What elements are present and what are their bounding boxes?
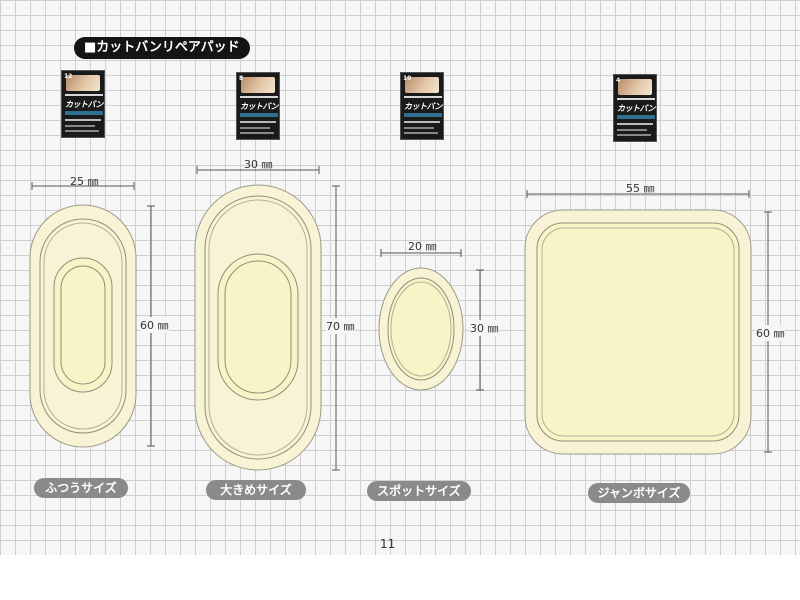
package-large: 8 カットバン xyxy=(236,72,280,140)
package-tagline xyxy=(240,96,278,98)
package-photo xyxy=(405,77,439,93)
package-brand: カットバン xyxy=(65,100,103,109)
package-count: 8 xyxy=(239,75,244,82)
package-text-line xyxy=(240,132,274,134)
pad-large-border-line xyxy=(204,195,312,460)
pad-large-inner-line xyxy=(224,260,292,394)
dim-label-large-height: 70 ㎜ xyxy=(326,318,355,334)
package-photo xyxy=(241,77,275,93)
pad-regular-border-line xyxy=(43,222,123,430)
package-regular: 12 カットバン xyxy=(61,70,105,138)
size-label-regular: ふつうサイズ xyxy=(34,478,128,498)
package-count: 10 xyxy=(403,75,412,82)
package-brand: カットバン xyxy=(404,102,442,111)
dim-label-spot-width: 20 ㎜ xyxy=(408,240,437,253)
package-tagline xyxy=(404,96,442,98)
package-brand: カットバン xyxy=(240,102,278,111)
package-text-line xyxy=(404,121,440,123)
package-text-line xyxy=(65,130,99,132)
dim-label-spot-height: 30 ㎜ xyxy=(470,320,499,336)
package-brand: カットバン xyxy=(617,104,655,113)
package-text-line xyxy=(617,134,651,136)
package-subbar xyxy=(617,115,655,119)
package-photo xyxy=(618,79,652,95)
pad-regular-inner xyxy=(53,257,113,393)
package-photo xyxy=(66,75,100,91)
package-tagline xyxy=(617,98,655,100)
package-spot: 10 カットバン xyxy=(400,72,444,140)
package-text-line xyxy=(404,127,434,129)
package-text-line xyxy=(404,132,438,134)
dim-label-jumbo-width: 55 ㎜ xyxy=(626,182,655,195)
dim-label-regular-width: 25 ㎜ xyxy=(70,175,99,188)
package-count: 4 xyxy=(616,77,621,84)
pad-jumbo-inner-line xyxy=(541,227,735,437)
pad-large-inner xyxy=(217,253,299,401)
section-title: ■カットバンリペアパッド xyxy=(74,37,250,59)
pad-regular-inner-line xyxy=(60,265,106,385)
pad-illustrations xyxy=(29,166,772,471)
package-tagline xyxy=(65,94,103,96)
size-label-jumbo: ジャンボサイズ xyxy=(588,483,690,503)
package-text-line xyxy=(617,123,653,125)
pad-spot-inner xyxy=(387,277,455,381)
pad-spot-inner-line xyxy=(390,281,452,377)
dim-label-large-width: 30 ㎜ xyxy=(244,158,273,171)
dim-label-regular-height: 60 ㎜ xyxy=(140,317,169,333)
package-count: 12 xyxy=(64,73,73,80)
pad-jumbo-inner xyxy=(536,222,740,442)
package-subbar xyxy=(65,111,103,115)
size-label-spot: スポットサイズ xyxy=(367,481,471,501)
pad-regular-border-line xyxy=(39,218,127,434)
package-subbar xyxy=(240,113,278,117)
package-text-line xyxy=(240,127,270,129)
package-text-line xyxy=(617,129,647,131)
pad-large-border-line xyxy=(208,199,308,456)
package-text-line xyxy=(65,125,95,127)
package-text-line xyxy=(240,121,276,123)
package-text-line xyxy=(65,119,101,121)
page-number: 11 xyxy=(380,537,396,551)
package-subbar xyxy=(404,113,442,117)
package-jumbo: 4 カットバン xyxy=(613,74,657,142)
dim-label-jumbo-height: 60 ㎜ xyxy=(756,325,785,341)
size-label-large: 大きめサイズ xyxy=(206,480,306,500)
